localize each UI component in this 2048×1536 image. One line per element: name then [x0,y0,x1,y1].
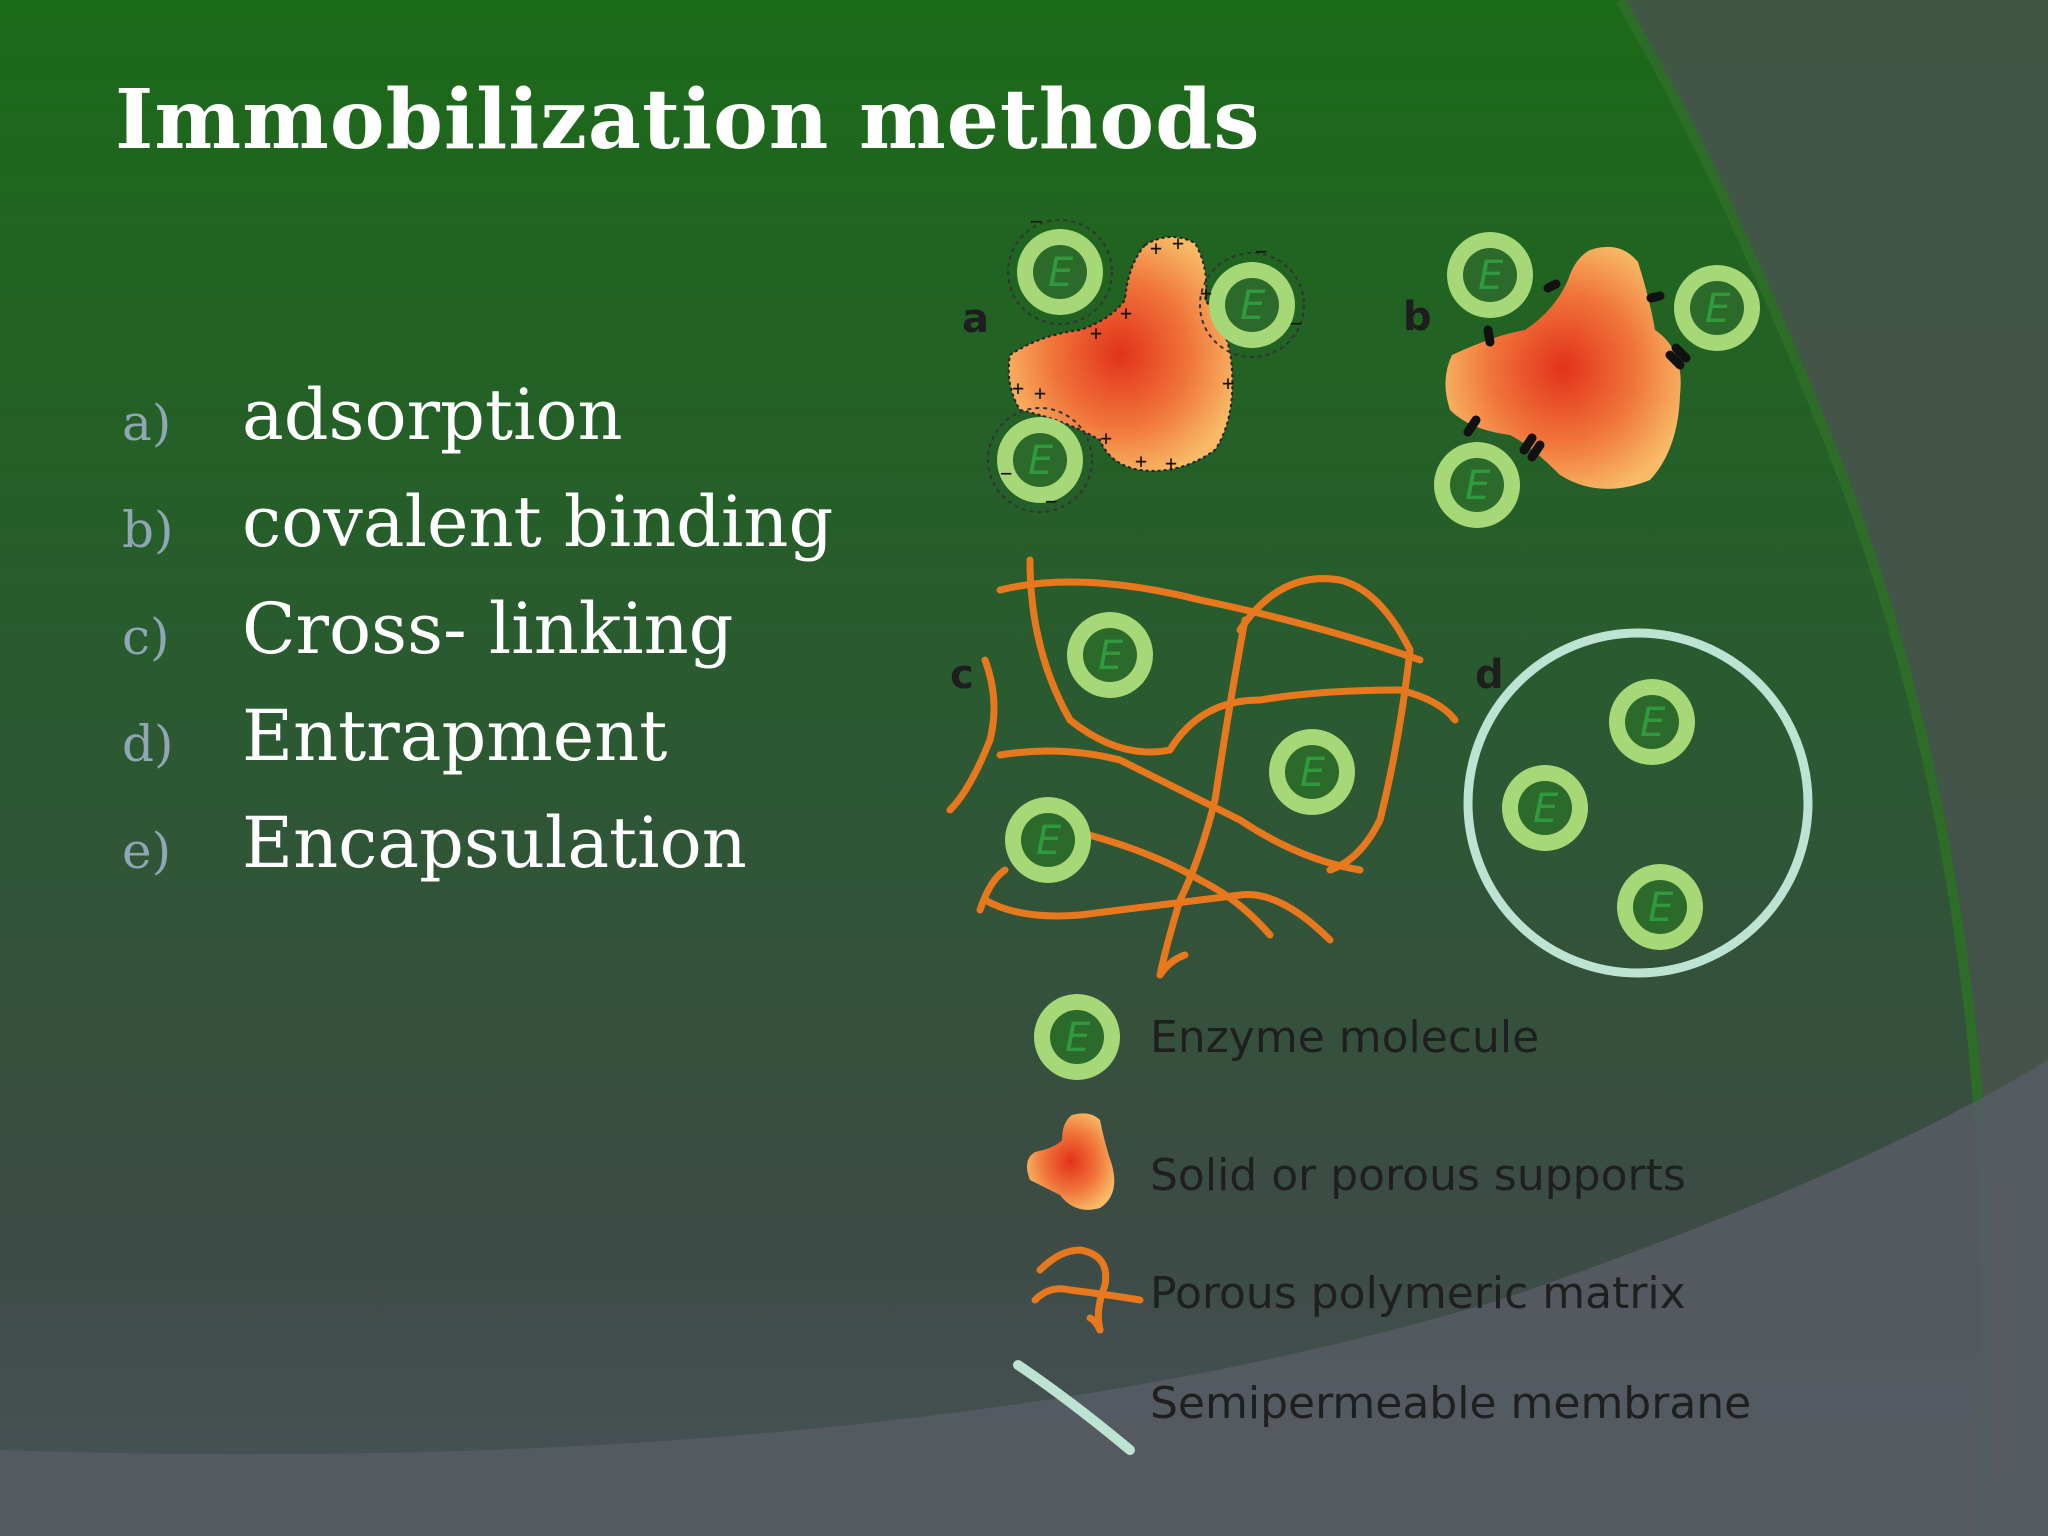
positive-charge: + [1135,449,1147,473]
enzyme-letter: E [1065,1015,1091,1061]
positive-charge: + [1090,321,1102,345]
panel-label-b: b [1403,294,1432,340]
legend-item-polymeric-matrix: Porous polymeric matrix [1031,1246,1686,1334]
enzyme-molecule: E [1502,765,1588,851]
method-label: c) [122,608,170,666]
solid-support [1007,236,1234,472]
bottom-swoosh [0,1060,2048,1536]
enzyme-letter: E [1300,750,1326,796]
enzyme-letter: E [1648,885,1674,931]
panel-b-covalent-binding: b E E E [1403,232,1760,528]
positive-charge: + [1012,376,1024,400]
legend-item-enzyme-molecule: E Enzyme molecule [1034,994,1539,1080]
enzyme-letter: E [1705,286,1731,332]
legend-label: Semipermeable membrane [1150,1378,1751,1429]
legend-item-semipermeable-membrane: Semipermeable membrane [1013,1360,1751,1455]
positive-charge: + [1100,426,1112,450]
method-text: Cross- linking [242,588,734,670]
enzyme-molecule: E [1617,864,1703,950]
legend-label: Porous polymeric matrix [1150,1268,1686,1319]
method-label: a) [122,394,172,452]
legend-item-solid-support: Solid or porous supports [1026,1113,1686,1210]
negative-charge: − [1255,239,1267,263]
enzyme-letter: E [1465,463,1491,509]
positive-charge: + [1165,451,1177,475]
enzyme-letter: E [1036,818,1062,864]
panel-label-d: d [1475,652,1504,698]
enzyme-molecule: E [1447,232,1533,318]
slide-title: Immobilization methods [115,72,1261,168]
solid-support [1445,246,1681,489]
method-text: Entrapment [242,695,668,777]
enzyme-letter: E [1098,633,1124,679]
method-label: d) [122,715,174,773]
enzyme-molecule: E [1067,612,1153,698]
method-text: Encapsulation [242,802,747,884]
legend-symbol-enzyme: E [1034,994,1120,1080]
panel-label-c: c [950,652,974,698]
legend-symbol-support [1026,1113,1115,1210]
positive-charge: + [1200,281,1212,305]
positive-charge: + [1150,236,1162,260]
legend-symbol-matrix [1031,1246,1144,1334]
method-text: covalent binding [242,481,834,563]
corner-swoosh [1620,0,2048,1536]
method-label: e) [122,822,172,880]
panel-c-cross-linking: c E E E [946,556,1459,979]
polymeric-matrix [946,556,1459,979]
positive-charge: + [1034,381,1046,405]
negative-charge: − [1045,489,1057,513]
enzyme-letter: E [1478,253,1504,299]
enzyme-molecule: E [1199,252,1305,358]
enzyme-molecule: E [1007,219,1113,325]
panel-a-adsorption: a E E E + + + + + + + + [962,209,1305,513]
enzyme-letter: E [1028,438,1054,484]
legend-symbol-membrane [1013,1360,1135,1455]
method-label: b) [122,501,174,559]
negative-charge: − [1030,209,1042,233]
covalent-bonds [1463,279,1691,462]
negative-charge: − [1000,461,1012,485]
enzyme-letter: E [1048,250,1074,296]
enzyme-letter: E [1533,786,1559,832]
enzyme-molecule: E [987,407,1093,513]
enzyme-molecule: E [1005,797,1091,883]
legend-label: Enzyme molecule [1150,1012,1539,1063]
enzyme-molecule: E [1609,679,1695,765]
enzyme-molecule: E [1674,265,1760,351]
positive-charge: + [1120,301,1132,325]
panel-d-encapsulation: d E E E [1463,628,1813,978]
legend: E Enzyme molecule Solid or porous suppor… [1013,994,1751,1455]
enzyme-letter: E [1240,283,1266,329]
enzyme-molecule: E [1434,442,1520,528]
negative-charge: − [1290,311,1302,335]
panel-label-a: a [962,296,989,342]
semipermeable-membrane [1463,628,1813,978]
legend-label: Solid or porous supports [1150,1150,1686,1201]
enzyme-letter: E [1640,700,1666,746]
positive-charge: + [1222,371,1234,395]
positive-charge: + [1172,231,1184,255]
method-text: adsorption [242,374,623,456]
enzyme-molecule: E [1269,729,1355,815]
